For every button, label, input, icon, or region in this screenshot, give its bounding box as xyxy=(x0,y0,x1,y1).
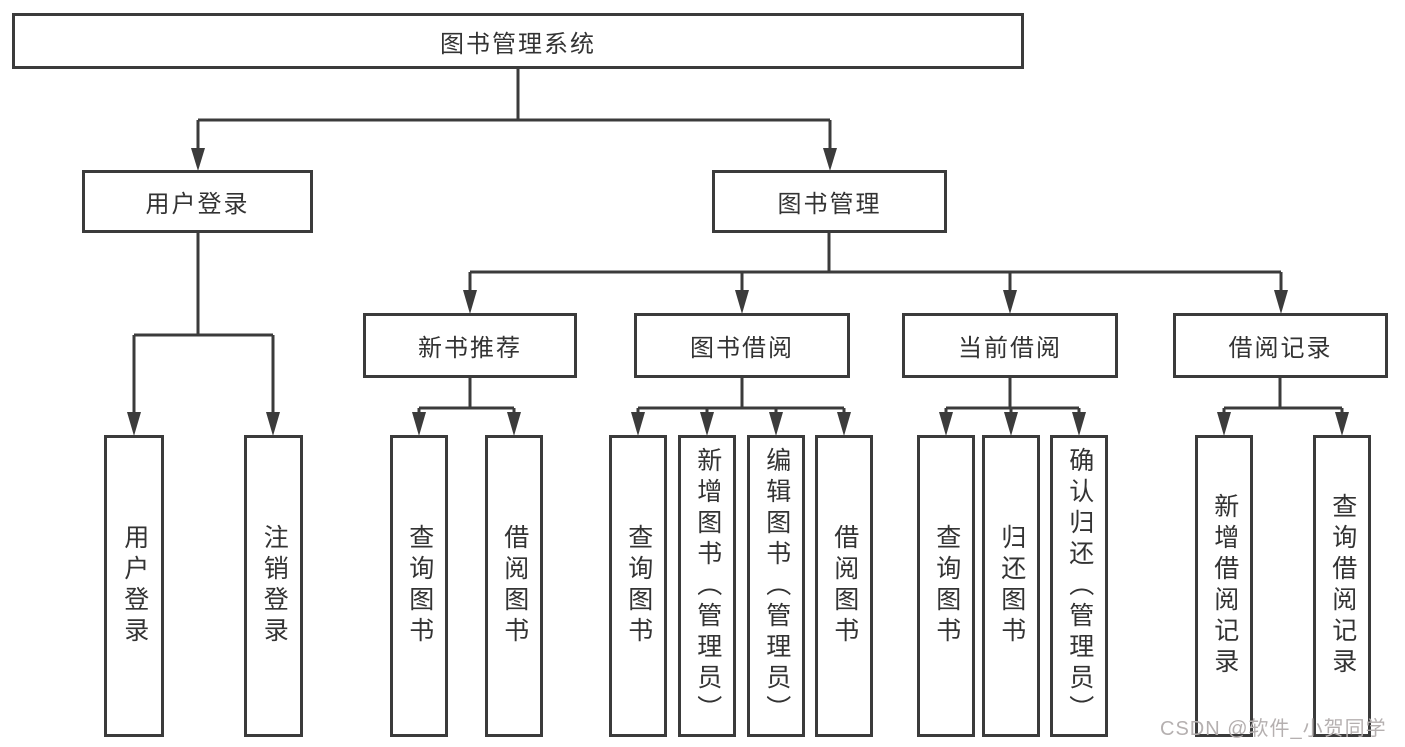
leaf-label: 借阅图书 xyxy=(500,524,529,648)
connector-book-management-arrows xyxy=(463,290,1288,314)
leaf-label: 查询借阅记录 xyxy=(1328,493,1357,679)
csdn-watermark: CSDN @软件_小贺同学 xyxy=(1160,718,1387,740)
leaf-query-books-current: 查询图书 xyxy=(917,435,975,737)
node-label: 图书管理系统 xyxy=(440,30,596,58)
node-label: 当前借阅 xyxy=(958,335,1062,362)
leaf-label: 新增图书（管理员） xyxy=(693,446,722,726)
node-label: 图书管理 xyxy=(777,191,882,218)
connector-root-arrows xyxy=(191,148,837,171)
connector-book-borrowing xyxy=(636,378,846,414)
leaf-label: 用户登录 xyxy=(120,524,149,648)
node-current-borrowing: 当前借阅 xyxy=(902,313,1118,378)
connector-user-login xyxy=(132,233,275,414)
leaf-query-books-recommendation: 查询图书 xyxy=(390,435,448,737)
leaf-label: 查询图书 xyxy=(932,524,961,648)
leaf-label: 查询图书 xyxy=(405,524,434,648)
leaf-label: 编辑图书（管理员） xyxy=(762,446,791,726)
connector-user-login-arrows xyxy=(127,412,280,436)
leaf-query-borrow-record: 查询借阅记录 xyxy=(1313,435,1371,737)
connector-new-book-recommendation xyxy=(417,378,516,414)
leaf-label: 借阅图书 xyxy=(830,524,859,648)
leaf-label: 确认归还（管理员） xyxy=(1065,446,1094,726)
leaf-label: 新增借阅记录 xyxy=(1210,493,1239,679)
connector-current-borrowing xyxy=(944,378,1081,414)
node-book-management: 图书管理 xyxy=(712,170,947,233)
connector-new-book-recommendation-arrows xyxy=(412,412,521,436)
leaf-confirm-return-admin: 确认归还（管理员） xyxy=(1050,435,1108,737)
connector-root xyxy=(196,69,832,150)
leaf-logout: 注销登录 xyxy=(244,435,303,737)
node-label: 图书借阅 xyxy=(690,335,794,362)
node-borrowing-records: 借阅记录 xyxy=(1173,313,1388,378)
node-label: 用户登录 xyxy=(145,191,250,218)
node-label: 借阅记录 xyxy=(1228,335,1333,362)
leaf-label: 归还图书 xyxy=(997,524,1026,648)
connector-current-borrowing-arrows xyxy=(939,412,1086,436)
leaf-edit-book-admin: 编辑图书（管理员） xyxy=(747,435,805,737)
leaf-label: 查询图书 xyxy=(624,524,653,648)
connector-borrowing-records xyxy=(1222,378,1344,414)
node-label: 新书推荐 xyxy=(418,335,522,362)
node-book-borrowing: 图书借阅 xyxy=(634,313,850,378)
leaf-add-borrow-record: 新增借阅记录 xyxy=(1195,435,1253,737)
node-library-management-system: 图书管理系统 xyxy=(12,13,1024,69)
connector-book-borrowing-arrows xyxy=(631,412,851,436)
node-new-book-recommendation: 新书推荐 xyxy=(363,313,577,378)
leaf-borrow-books-borrowing: 借阅图书 xyxy=(815,435,873,737)
node-user-login: 用户登录 xyxy=(82,170,313,233)
leaf-query-books-borrowing: 查询图书 xyxy=(609,435,667,737)
connector-book-management xyxy=(468,233,1283,292)
leaf-borrow-books-recommendation: 借阅图书 xyxy=(485,435,543,737)
leaf-add-book-admin: 新增图书（管理员） xyxy=(678,435,736,737)
leaf-return-books: 归还图书 xyxy=(982,435,1040,737)
leaf-user-login: 用户登录 xyxy=(104,435,164,737)
connector-borrowing-records-arrows xyxy=(1217,412,1349,436)
leaf-label: 注销登录 xyxy=(260,524,289,648)
